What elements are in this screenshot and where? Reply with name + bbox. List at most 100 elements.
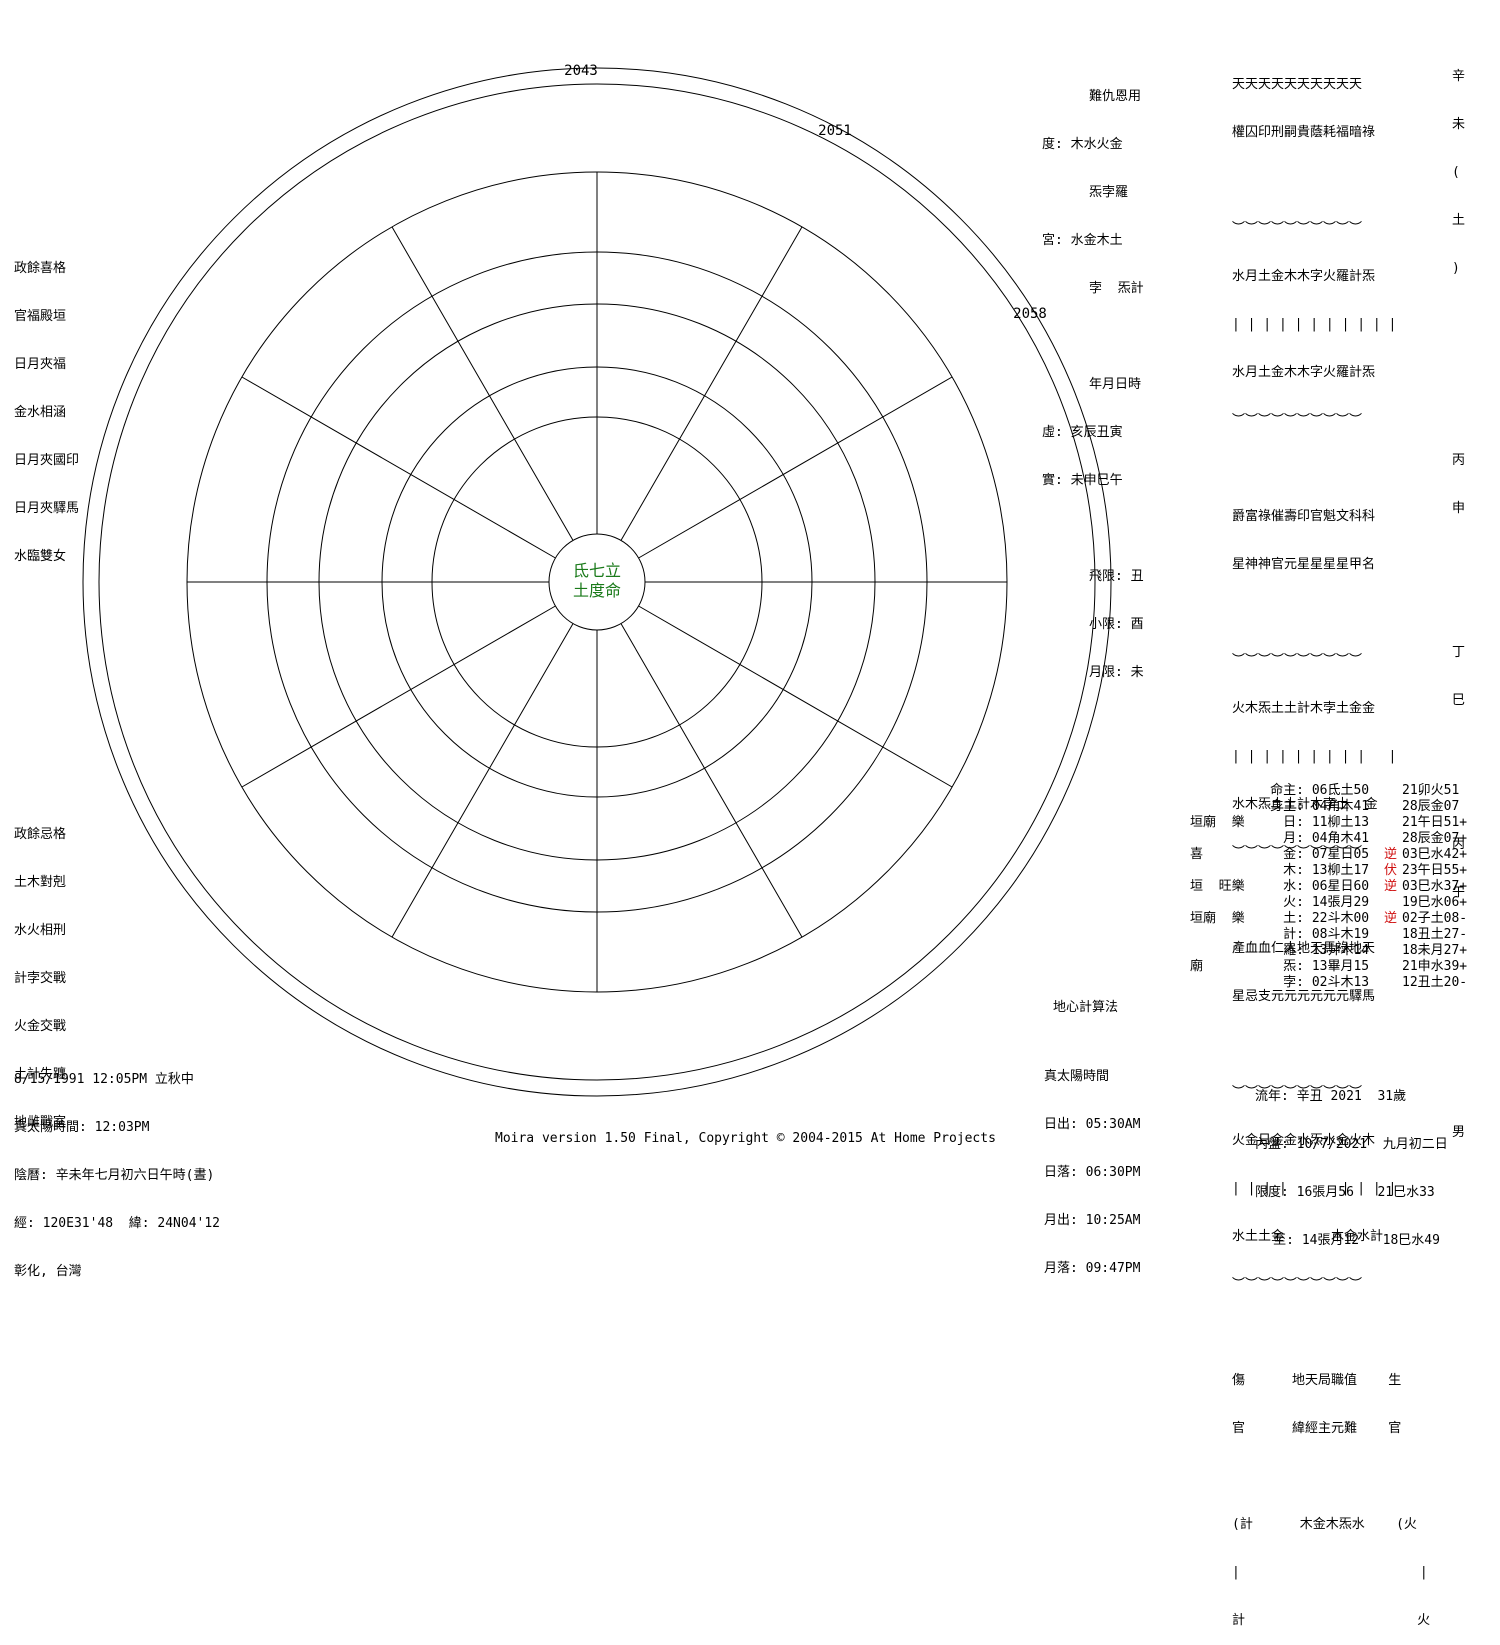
grid-row: 天天天天天天天天天天 <box>1232 77 1363 92</box>
grid-row: 水月土金木木字火羅計炁 <box>1232 269 1376 284</box>
grid-row: 傷 地天局職值 生 <box>1232 1373 1402 1388</box>
pattern-item: 水臨雙女 <box>14 549 67 564</box>
grid-row: 水木炁土土計木孛土 金 <box>1232 797 1378 812</box>
calc-method: 地心計算法 <box>1053 1000 1119 1015</box>
center-text: 氐七立 <box>573 561 621 580</box>
sun-moon-row: 日出: 05:30AM <box>1044 1117 1141 1132</box>
ring-circle <box>82 67 1112 1097</box>
grid-row: ︶︶︶︶︶︶︶︶︶︶ <box>1232 1085 1363 1100</box>
year-label: 2043 <box>564 63 598 79</box>
info-ymdh: 年月日時 <box>1088 377 1141 392</box>
birth-info-line: 陰曆: 辛未年七月初六日午時(晝) <box>14 1168 215 1183</box>
info-header-1: 難仇恩用 <box>1088 89 1141 104</box>
grid-row: 官 緯經主元難 官 <box>1232 1421 1402 1436</box>
grid-row: 星神神官元星星星星甲名 <box>1232 557 1376 572</box>
birth-info-line: 真太陽時間: 12:03PM <box>14 1120 150 1135</box>
wheel-spoke <box>620 623 803 938</box>
info-fei: 飛限: 丑 <box>1088 569 1144 584</box>
grid-row: ︶︶︶︶︶︶︶︶︶︶ <box>1232 653 1363 668</box>
wheel-spoke <box>241 376 556 559</box>
grid-row: | | <box>1232 1565 1428 1580</box>
pattern-item: 火金交戰 <box>14 1019 67 1034</box>
sun-moon-row: 日落: 06:30PM <box>1044 1165 1141 1180</box>
pattern-item: 金水相涵 <box>14 405 67 420</box>
grid-row: 計 火 <box>1232 1613 1431 1628</box>
info-shi: 實: 未申巳午 <box>1042 473 1123 488</box>
grid-row: ︶︶︶︶︶︶︶︶︶︶ <box>1232 1277 1363 1292</box>
pattern-item: 日月夾福 <box>14 357 67 372</box>
pattern-item: 地雌戰室 <box>14 1115 67 1130</box>
sun-moon-title: 真太陽時間 <box>1044 1069 1110 1084</box>
left-bottom-pattern: 政餘忌格 土木對剋 水火相刑 計孛交戰 火金交戰 土計失躔 地雌戰室 <box>14 795 66 1147</box>
pattern-item: 官福殿垣 <box>14 309 67 324</box>
ring-circle <box>98 83 1096 1081</box>
year-label: 2058 <box>1013 306 1047 322</box>
grid-row: 爵富祿催壽印官魁文科科 <box>1232 509 1376 524</box>
sun-moon-times: 真太陽時間 日出: 05:30AM 日落: 06:30PM 月出: 10:25A… <box>1044 1037 1140 1293</box>
info-du: 度: 木水火金 <box>1042 137 1123 152</box>
far-right-col: 辛 未 ( 土 ) 丙 申 丁 巳 丙 午 男 <box>1452 69 1466 1140</box>
wheel-spoke <box>391 623 574 938</box>
pattern-item: 水火相刑 <box>14 923 67 938</box>
wheel-spoke <box>241 605 556 788</box>
pattern-item: 政餘忌格 <box>14 827 67 842</box>
grid-row: 水月土金木木字火羅計炁 <box>1232 365 1376 380</box>
info-xiao: 小限: 酉 <box>1088 617 1144 632</box>
center-text: 土度命 <box>573 581 621 600</box>
pattern-item: 計孛交戰 <box>14 971 67 986</box>
pattern-item: 政餘喜格 <box>14 261 67 276</box>
grid-row: ︶︶︶︶︶︶︶︶︶︶ <box>1232 413 1363 428</box>
wheel-spokes <box>187 172 1007 992</box>
info-subheader: 炁孛羅 <box>1088 185 1128 200</box>
grid-row: | | | | | | | | | | <box>1232 749 1397 764</box>
grid-row: | | | | | | | | | | | <box>1232 317 1397 332</box>
right-info: 難仇恩用 度: 木水火金 炁孛羅 宮: 水金木土 孛 炁計 年月日時 虛: 亥辰… <box>1042 57 1144 697</box>
sun-moon-row: 月出: 10:25AM <box>1044 1213 1141 1228</box>
year-info-row: 內盤: 10/7/2021 九月初二日 <box>1255 1137 1448 1152</box>
info-gong-2: 孛 炁計 <box>1088 281 1144 296</box>
pattern-item: 土計失躔 <box>14 1067 67 1082</box>
grid-row: 產血血仁人地天馬祿地天 <box>1232 941 1376 956</box>
birth-info-line: 經: 120E31'48 緯: 24N04'12 <box>14 1216 221 1231</box>
info-gong: 宮: 水金木土 <box>1042 233 1123 248</box>
wheel-spoke <box>638 605 953 788</box>
wheel-spoke <box>391 226 574 541</box>
year-labels: 2043 2051 2058 <box>564 63 1047 322</box>
birth-info-line: 彰化, 台灣 <box>14 1264 82 1279</box>
birth-info: 8/15/1991 12:05PM 立秋中 真太陽時間: 12:03PM 陰曆:… <box>14 1040 220 1296</box>
grid-row: ︶︶︶︶︶︶︶︶︶︶ <box>1232 845 1363 860</box>
info-xu: 虛: 亥辰丑寅 <box>1042 425 1123 440</box>
grid-row: (計 木金木炁水 (火 <box>1232 1517 1417 1532</box>
grid-row: | | | | | | | | <box>1232 1181 1397 1196</box>
year-label: 2051 <box>818 123 852 139</box>
grid-row: 水土土金 木金水計 <box>1232 1229 1383 1244</box>
info-yue: 月限: 未 <box>1088 665 1144 680</box>
grid-row: 火金日金金水炁水金火木 <box>1232 1133 1376 1148</box>
grid-row: 星忌支元元元元元元驛馬 <box>1232 989 1376 1004</box>
year-info-row: 流年: 辛丑 2021 31歲 <box>1255 1089 1407 1104</box>
wheel-spoke <box>620 226 803 541</box>
pattern-item: 日月夾驛馬 <box>14 501 80 516</box>
footer-copyright: Moira version 1.50 Final, Copyright © 20… <box>495 1131 996 1146</box>
grid-row: ︶︶︶︶︶︶︶︶︶︶ <box>1232 221 1363 236</box>
sun-moon-row: 月落: 09:47PM <box>1044 1261 1141 1276</box>
left-top-pattern: 政餘喜格 官福殿垣 日月夾福 金水相涵 日月夾國印 日月夾驛馬 水臨雙女 <box>14 229 79 581</box>
birth-info-line: 8/15/1991 12:05PM 立秋中 <box>14 1072 194 1087</box>
grid-row: 權囚印刑嗣貴蔭耗福暗祿 <box>1232 125 1376 140</box>
